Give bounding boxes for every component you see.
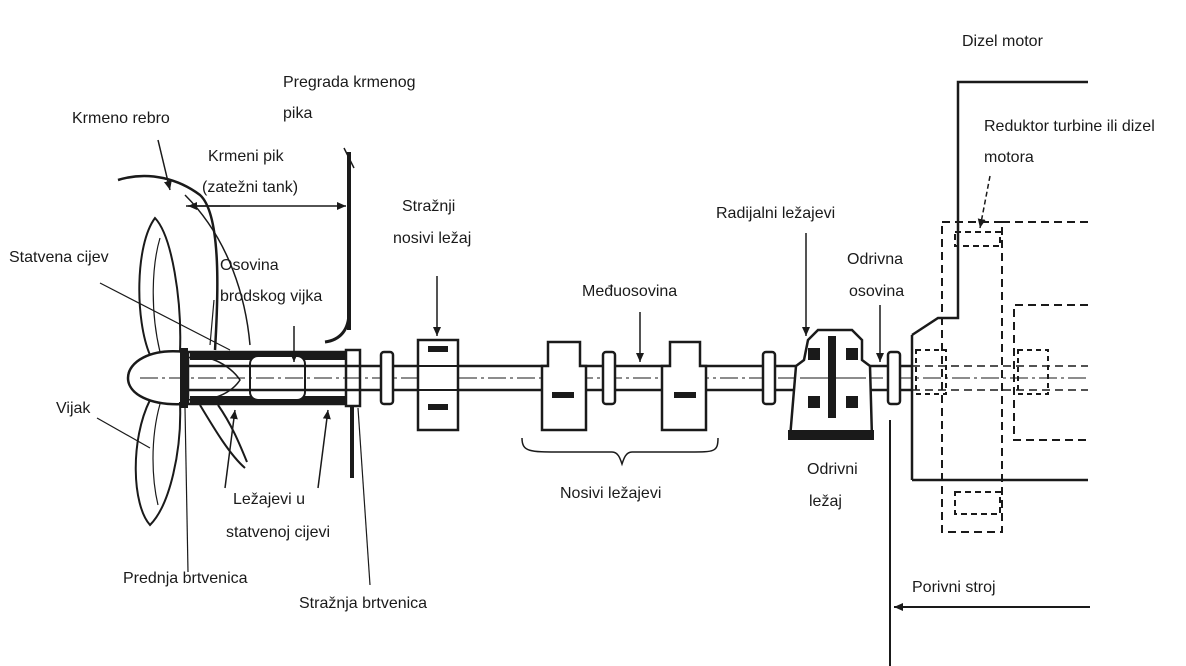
label-odrivna-osovina-line1: Odrivna: [847, 251, 904, 268]
label-krmeni-pik-line2: (zatežni tank): [202, 179, 299, 196]
aft-peak-bulkhead-corner: [324, 311, 351, 344]
label-krmeni-pik-line1: Krmeni pik: [208, 148, 284, 165]
reduction-gear: [910, 80, 1088, 533]
aft-plummer-block: [416, 338, 460, 432]
lezajevi-arrow-1: [224, 409, 238, 489]
label-straznja-brtvenica: Stražnja brtvenica: [299, 595, 428, 612]
label-nosivi-lezajevi: Nosivi ležajevi: [560, 485, 662, 502]
label-osovina-line2: brodskog vijka: [220, 288, 323, 305]
label-meduosovina: Međuosovina: [582, 283, 678, 300]
label-dizel-motor: Dizel motor: [962, 33, 1043, 50]
reduktor-arrow: [977, 175, 991, 229]
stern-tube-housing-lower: [199, 404, 248, 469]
label-lezajevi-u-statvenoj-line1: Ležajevi u: [233, 491, 306, 508]
label-reduktor-line2: motora: [984, 149, 1034, 166]
thrust-block: [788, 328, 874, 440]
label-pregrada-krmenog-pika-line1: Pregrada krmenog: [283, 74, 416, 91]
label-pregrada-krmenog-pika-line2: pika: [283, 105, 313, 122]
propeller-blade-lower: [134, 399, 182, 527]
vijak-leader: [96, 417, 151, 449]
propeller-hub: [126, 350, 187, 406]
intermediate-bearing-1: [540, 340, 588, 432]
propeller-blade-right: [181, 356, 241, 402]
label-odrivna-osovina-line2: osovina: [849, 283, 905, 300]
label-lezajevi-u-statvenoj-line2: statvenoj cijevi: [226, 524, 331, 541]
label-statvena-cijev: Statvena cijev: [9, 249, 109, 266]
label-straznji-line1: Stražnji: [402, 198, 456, 215]
statvena-cijev-leader: [99, 282, 231, 351]
label-straznji-line2: nosivi ležaj: [393, 230, 472, 247]
label-osovina-line1: Osovina: [220, 257, 279, 274]
propeller-blade-upper: [138, 216, 182, 356]
straznja-brtvenica-leader: [357, 407, 371, 586]
label-prednja-brtvenica: Prednja brtvenica: [123, 570, 248, 587]
osovina-leader: [209, 299, 215, 346]
coupling-4: [886, 350, 902, 406]
stern-frame-upper: [184, 194, 251, 346]
label-odrivni-lezaj-line2: ležaj: [809, 493, 842, 510]
propeller-blade-lower-inner: [152, 403, 161, 506]
prednja-brtvenica-leader: [184, 407, 189, 573]
label-reduktor-line1: Reduktor turbine ili dizel: [984, 118, 1155, 135]
intermediate-bearing-2: [660, 340, 708, 432]
stern-frame-curve: [117, 174, 219, 351]
coupling-1: [379, 350, 395, 406]
label-porivni-stroj: Porivni stroj: [912, 579, 996, 596]
label-radijalni-lezajevi: Radijalni ležajevi: [716, 205, 836, 222]
label-odrivni-lezaj-line1: Odrivni: [807, 461, 858, 478]
krmeno-rebro-arrow: [157, 139, 172, 191]
label-krmeno-rebro: Krmeno rebro: [72, 110, 170, 127]
propeller-blade-upper-inner: [152, 237, 161, 353]
bearings-brace: [521, 437, 719, 467]
bulkhead-tick: [343, 147, 355, 169]
coupling-3: [761, 350, 777, 406]
lezajevi-arrow-2: [317, 409, 331, 489]
coupling-2: [601, 350, 617, 406]
label-vijak: Vijak: [56, 400, 91, 417]
